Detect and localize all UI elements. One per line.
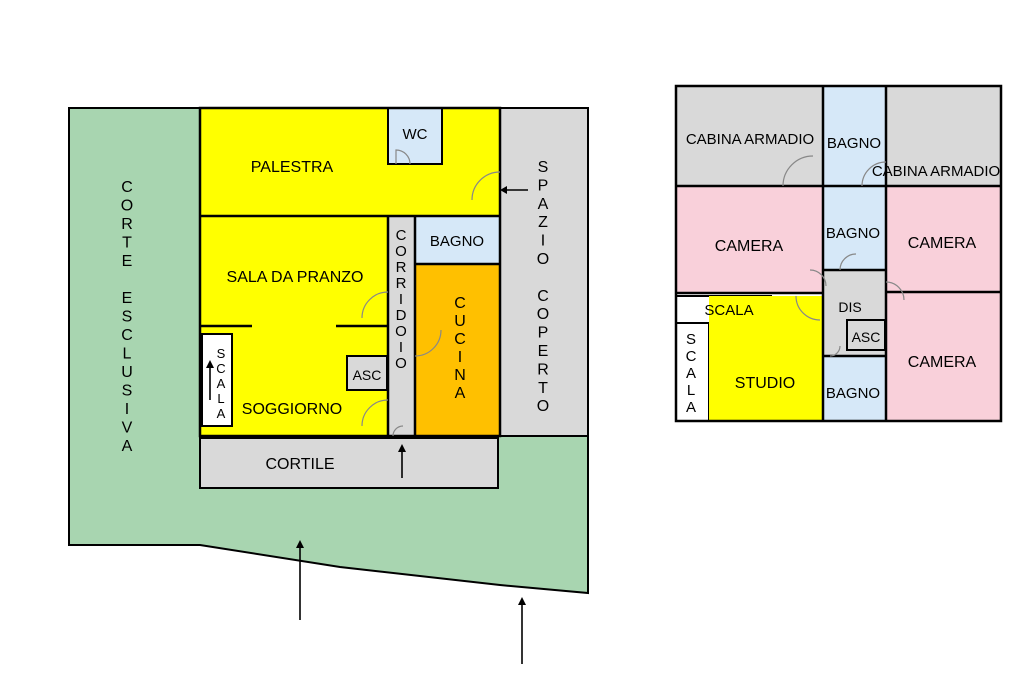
cortile-area: [199, 437, 499, 489]
soggiorno-label: SOGGIORNO: [242, 401, 342, 418]
dis-label: DIS: [838, 299, 861, 315]
studio-room: [709, 296, 823, 421]
scala-box: [201, 333, 233, 427]
bagno-top-label: BAGNO: [827, 135, 881, 152]
cabina-armadio-2-label: CABINA ARMADIO: [872, 163, 1000, 180]
cabina-armadio-1-room: [676, 86, 823, 186]
scala-h-label: SCALA: [704, 302, 753, 319]
camera-left-room: [676, 186, 823, 293]
camera-right-bottom-room: [886, 292, 1001, 421]
camera-right-bottom-label: CAMERA: [908, 354, 977, 371]
cucina-room: [415, 264, 500, 436]
camera-right-top-room: [886, 186, 1001, 292]
svg-text:SCALA: SCALA: [686, 331, 697, 416]
wc-label: WC: [403, 126, 428, 143]
camera-left-label: CAMERA: [715, 238, 784, 255]
studio-label: STUDIO: [735, 375, 795, 392]
bagno-room: [415, 216, 500, 264]
spazio-coperto-area: [499, 107, 589, 437]
bagno-mid-room: [823, 186, 886, 270]
svg-text:SCALA: SCALA: [216, 346, 225, 421]
asc-label: ASC: [353, 367, 382, 383]
palestra-room: [200, 108, 500, 216]
asc-box-first: [846, 319, 886, 351]
bagno-label: BAGNO: [430, 233, 484, 250]
bagno-bottom-room: [823, 356, 886, 421]
sala-da-pranzo-label: SALA DA PRANZO: [227, 269, 364, 286]
cabina-armadio-2-room: [886, 86, 1001, 186]
camera-right-top-label: CAMERA: [908, 235, 977, 252]
first-floor-plan: CABINA ARMADIO BAGNO CABINA ARMADIO CAME…: [674, 84, 1003, 423]
asc-first-label: ASC: [852, 329, 881, 345]
cabina-armadio-1-label: CABINA ARMADIO: [686, 131, 814, 148]
palestra-label: PALESTRA: [251, 159, 334, 176]
bagno-mid-label: BAGNO: [826, 225, 880, 242]
bagno-top-room: [823, 86, 886, 186]
bagno-bottom-label: BAGNO: [826, 385, 880, 402]
cortile-label: CORTILE: [265, 456, 334, 473]
wc-room: [387, 107, 443, 165]
corridoio-area: [388, 216, 415, 436]
